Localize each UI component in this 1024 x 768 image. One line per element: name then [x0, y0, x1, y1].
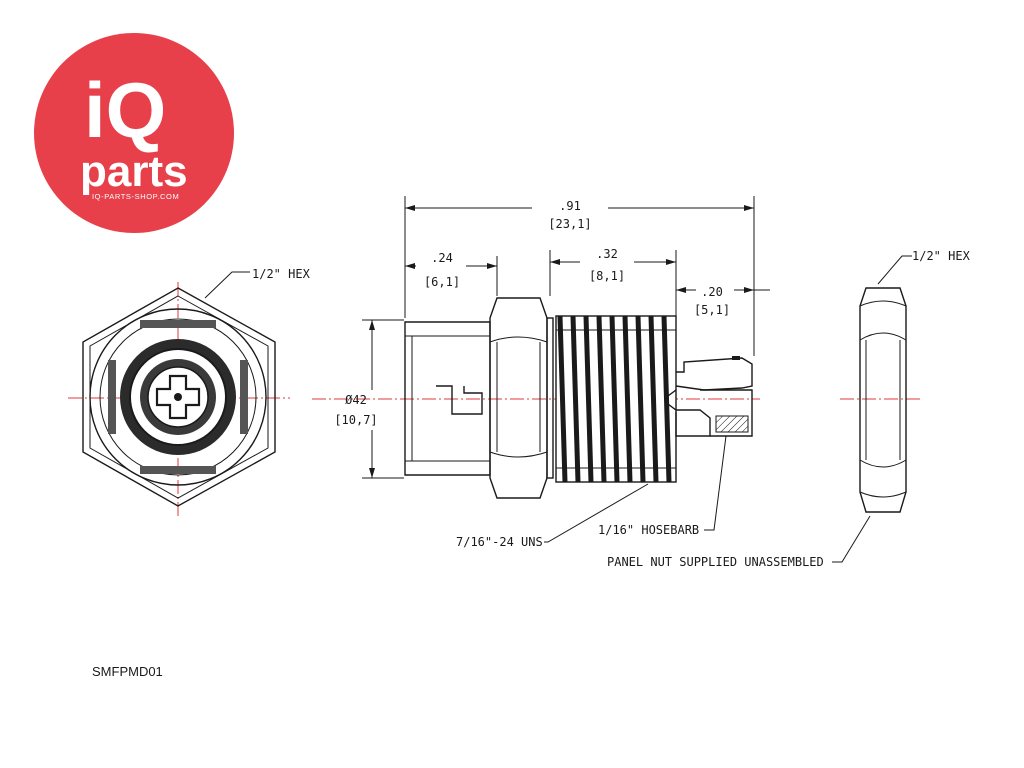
logo-url-text: IQ-PARTS-SHOP.COM	[92, 192, 179, 201]
hex-flange-curve-2	[489, 451, 548, 458]
hex-right-label: 1/2" HEX	[912, 249, 971, 263]
dim-dia-arrow-t	[369, 320, 375, 330]
hex-outline	[82, 287, 276, 507]
hex-flange	[489, 297, 548, 499]
part-code: SMFPMD01	[92, 664, 163, 679]
valve-center-dot	[174, 393, 182, 401]
thread-callout: 7/16"-24 UNS	[456, 535, 543, 549]
thread-leader	[544, 483, 649, 543]
hex-right-leader	[877, 255, 912, 285]
panel-nut-view: 1/2" HEX PANEL NUT SUPPLIED UNASSEMBLED	[607, 249, 971, 569]
dim-dia-mm: [10,7]	[334, 413, 377, 427]
rib-left	[108, 360, 116, 434]
thread-section	[555, 315, 677, 483]
hosebarb-tip	[700, 389, 753, 437]
nut-bottom-arc	[859, 491, 907, 498]
brand-logo: iQ parts IQ-PARTS-SHOP.COM	[34, 33, 234, 233]
latch-notch	[436, 385, 483, 415]
logo-circle	[34, 33, 234, 233]
dim-barb-arrow-l	[676, 287, 686, 293]
hex-left-label: 1/2" HEX	[252, 267, 311, 281]
dim-overall-mm: [23,1]	[548, 217, 591, 231]
dim-body-arrow-l	[405, 263, 415, 269]
hex-inner-chamfer	[89, 295, 269, 499]
hosebarb-leader	[704, 435, 727, 531]
rib-bottom	[140, 466, 216, 474]
dim-thread-mm: [8,1]	[589, 269, 625, 283]
logo-main-text: iQ	[84, 66, 166, 154]
hosebarb-key	[732, 356, 740, 360]
dim-body-mm: [6,1]	[424, 275, 460, 289]
hosebarb-upper	[675, 357, 753, 391]
nut-top-arc	[859, 300, 907, 307]
hex-face-circle	[89, 308, 267, 486]
hex-flange-curve-1	[489, 336, 548, 343]
dim-dia-in: Ø42	[345, 393, 367, 407]
dim-thread-arrow-r	[666, 259, 676, 265]
hosebarb-section-hatch	[715, 415, 749, 433]
nut-curve-2	[859, 459, 907, 468]
dim-barb-mm: [5,1]	[694, 303, 730, 317]
dim-overall-arrow-l	[405, 205, 415, 211]
dim-barb-in: .20	[701, 285, 723, 299]
rib-top	[140, 320, 216, 328]
hex-face-inner-circle	[99, 318, 257, 476]
panel-nut-callout: PANEL NUT SUPPLIED UNASSEMBLED	[607, 555, 824, 569]
thread-shoulder	[546, 317, 554, 479]
dim-body-arrow-r	[487, 263, 497, 269]
dim-overall-in: .91	[559, 199, 581, 213]
dim-dia-arrow-b	[369, 468, 375, 478]
hosebarb-lower	[667, 389, 711, 437]
hex-left-leader	[204, 271, 250, 299]
dim-thread-arrow-l	[550, 259, 560, 265]
panel-nut-leader	[832, 515, 871, 563]
side-view: .91 [23,1] .24 [6,1] .32 [8,1] .20 [5,1]	[312, 196, 770, 549]
rib-right	[240, 360, 248, 434]
dim-barb-arrow-r	[744, 287, 754, 293]
dim-body-in: .24	[431, 251, 453, 265]
dim-thread-in: .32	[596, 247, 618, 261]
nut-curve-1	[859, 332, 907, 341]
dim-overall-arrow-r	[744, 205, 754, 211]
logo-sub-text: parts	[80, 147, 188, 196]
nut-outline	[859, 287, 907, 513]
hosebarb-callout: 1/16" HOSEBARB	[598, 523, 699, 537]
end-view: 1/2" HEX	[68, 267, 311, 518]
